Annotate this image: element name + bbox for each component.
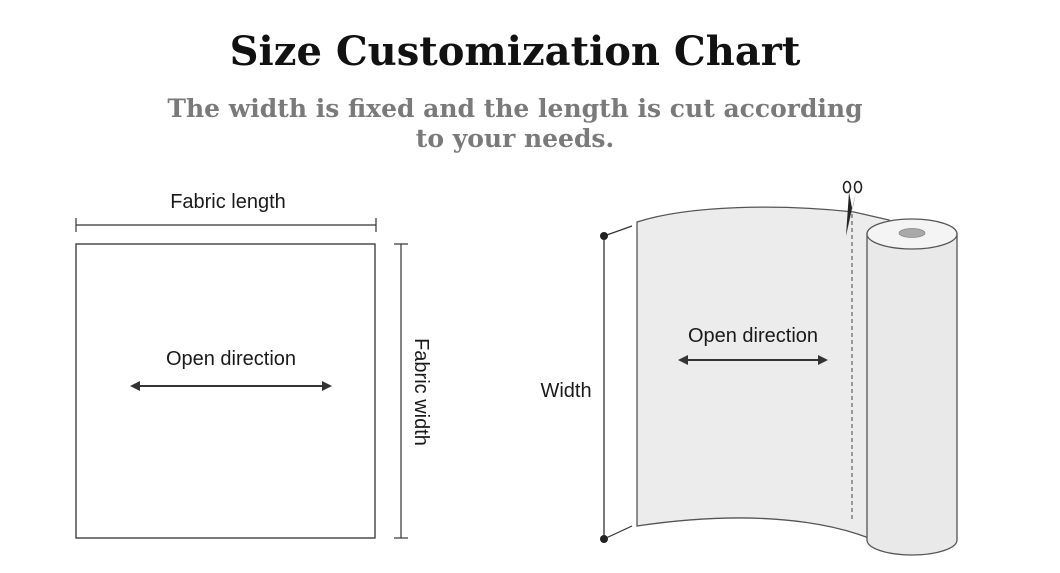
fabric-sheet <box>75 243 376 539</box>
fabric-width-dimension <box>394 243 408 539</box>
fabric-length-label: Fabric length <box>170 191 286 213</box>
roll-open-direction-label: Open direction <box>688 325 818 347</box>
flat-fabric-diagram: Fabric length Open direction Fabric widt… <box>75 191 432 539</box>
page-title: Size Customization Chart <box>229 28 801 75</box>
unrolled-fabric <box>636 206 890 550</box>
roll-width-label: Width <box>540 380 591 402</box>
roll-core <box>898 228 926 238</box>
fabric-roll <box>866 218 958 556</box>
page-subtitle: The width is fixed and the length is cut… <box>167 94 863 153</box>
fabric-width-label: Fabric width <box>410 338 432 446</box>
scissors-icon <box>842 180 863 236</box>
fabric-length-dimension <box>75 218 377 232</box>
flat-open-direction-label: Open direction <box>166 348 296 370</box>
roll-width-dimension <box>600 225 633 543</box>
fabric-roll-diagram: Width Open direction <box>540 180 958 556</box>
